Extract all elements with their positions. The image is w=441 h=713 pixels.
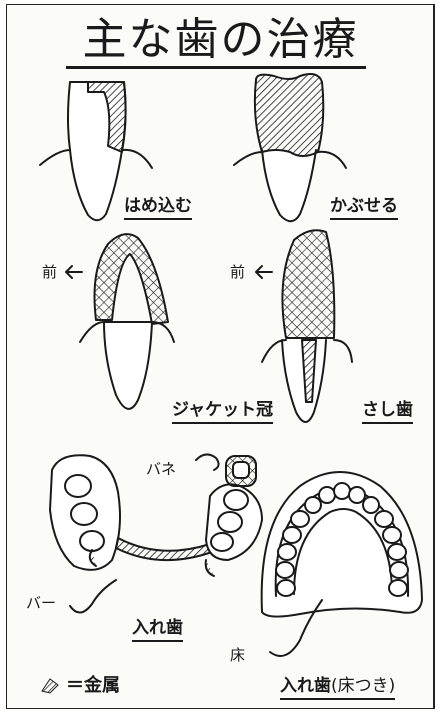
legend-text: ＝金属 — [66, 676, 120, 696]
bar-annotation: バー — [26, 594, 56, 612]
full-denture-label-main: 入れ歯 — [280, 676, 331, 696]
jacket-crown-label: ジャケット冠 — [172, 400, 273, 424]
post-crown-tooth-figure — [262, 230, 352, 422]
full-denture-figure — [262, 472, 422, 617]
post-crown-label: さし歯 — [362, 400, 413, 424]
front-annotation-left: 前 — [42, 263, 57, 281]
inlay-label: はめ込む — [124, 196, 192, 220]
jacket-crown-tooth-figure — [80, 234, 174, 409]
spring-annotation: バネ — [146, 460, 176, 478]
metal-hatch-icon — [40, 677, 60, 695]
front-annotation-right: 前 — [230, 263, 245, 281]
front-arrow-left — [66, 266, 82, 278]
spring-pointer — [196, 454, 219, 470]
bar-pointer — [70, 580, 116, 613]
base-annotation: 床 — [230, 646, 245, 664]
crown-label: かぶせる — [330, 196, 398, 220]
full-denture-label-note: (床つき) — [331, 676, 395, 696]
front-arrow-right — [256, 266, 272, 278]
legend: ＝金属 — [40, 676, 120, 696]
partial-denture-label: 入れ歯 — [132, 618, 183, 642]
full-denture-label: 入れ歯(床つき) — [280, 676, 395, 700]
